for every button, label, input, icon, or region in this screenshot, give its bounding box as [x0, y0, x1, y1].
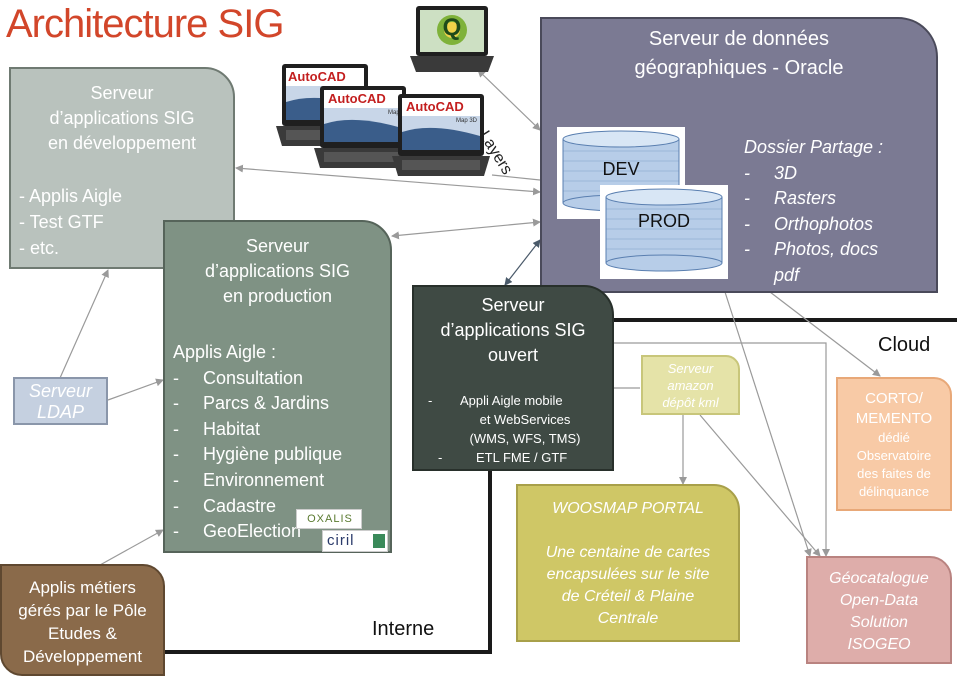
autocad-logo: AutoCAD: [288, 69, 346, 84]
open-item: -Appli Aigle mobile: [428, 393, 563, 408]
open-server-title: Serveur d’applications SIG ouvert: [440, 295, 586, 365]
dev-item: - Test GTF: [19, 212, 104, 232]
cloud-zone-label: Cloud: [878, 334, 931, 356]
oracle-title-line2: géographiques - Oracle: [634, 57, 844, 79]
folder-item: pdf: [774, 264, 800, 285]
woosmap-portal-box: WOOSMAP PORTAL Une centaine de cartes en…: [516, 484, 740, 642]
metiers-apps-box: Applis métiers gérés par le Pôle Etudes …: [0, 564, 165, 676]
link-layers: [477, 69, 541, 131]
autocad-logo: AutoCAD: [328, 91, 386, 106]
ldap-server-box: Serveur LDAP: [13, 377, 108, 425]
folder-item: -Photos, docs: [744, 239, 879, 259]
open-server-items: -Appli Aigle mobile et WebServices (WMS,…: [428, 391, 612, 467]
open-item: (WMS, WFS, TMS): [469, 431, 581, 446]
qgis-icon: Q: [442, 14, 462, 41]
autocad-logo: AutoCAD: [406, 99, 464, 114]
autocad-laptop-3: AutoCAD Map 3D: [392, 92, 492, 187]
prod-apps-title: Applis Aigle :: [173, 342, 277, 362]
geocatalogue-box: Géocatalogue Open-Data Solution ISOGEO: [806, 556, 952, 664]
autocad-laptop-2: AutoCAD Map: [314, 84, 414, 179]
prod-app-item: -Cadastre: [173, 495, 277, 516]
link-layers-2: [491, 174, 541, 181]
open-item: et WebServices: [479, 412, 571, 427]
shared-folder-title: Dossier Partage :: [744, 137, 884, 157]
woosmap-desc: Une centaine de cartes encapsulées sur l…: [545, 544, 711, 627]
map-label: Map: [388, 110, 400, 116]
ciril-logo-text: ciril: [327, 532, 355, 549]
oxalis-logo-text: OXALIS: [307, 513, 353, 525]
link-ldap-prod: [107, 378, 164, 401]
prod-server-apps: Applis Aigle : -Consultation -Parcs & Ja…: [173, 340, 342, 545]
folder-item: -Rasters: [744, 188, 837, 208]
open-server-box: Serveur d’applications SIG ouvert -Appli…: [412, 285, 614, 471]
dev-item: - Applis Aigle: [19, 186, 123, 206]
oracle-title-line1: Serveur de données: [648, 28, 830, 50]
prod-db-cylinder: [605, 188, 723, 272]
dev-item: - etc.: [19, 238, 60, 258]
link-open-oracle: [504, 239, 541, 286]
page-title: Architecture SIG: [6, 2, 284, 46]
map3d-label: Map 3D: [456, 118, 478, 124]
prod-db-frame: PROD: [600, 185, 728, 279]
shared-folder: Dossier Partage : -3D -Rasters -Orthopho…: [744, 135, 934, 288]
link-oracle-geocat: [724, 291, 812, 557]
interne-zone-label: Interne: [372, 618, 435, 640]
prod-server-title: Serveur d’applications SIG en production: [204, 236, 351, 306]
link-metiers-prod: [99, 529, 164, 566]
prod-db-label: PROD: [637, 211, 690, 231]
prod-app-item: -Environnement: [173, 469, 325, 490]
dev-db-label: DEV: [602, 159, 640, 179]
corto-memento-box: CORTO/ MEMENTO dédié Observatoire des fa…: [836, 377, 952, 511]
link-prod-oracle: [391, 218, 541, 240]
prod-app-item: -Parcs & Jardins: [173, 393, 330, 414]
link-amazon-geocat: [699, 414, 821, 557]
oracle-server-box: Serveur de données géographiques - Oracl…: [540, 17, 938, 293]
link-open-geocat: [614, 342, 830, 557]
woosmap-title: WOOSMAP PORTAL: [552, 500, 704, 517]
interne-boundary-line: [165, 470, 492, 654]
link-ldap-dev: [59, 269, 109, 379]
dev-server-items: - Applis Aigle - Test GTF - etc.: [19, 183, 122, 261]
amazon-server-box: Serveur amazon dépôt kml: [641, 355, 740, 415]
qgis-laptop: Q: [410, 4, 494, 79]
prod-app-item: -Consultation: [173, 367, 304, 388]
oracle-title: Serveur de données géographiques - Oracl…: [542, 25, 936, 83]
dev-server-title: Serveur d’applications SIG en développem…: [47, 83, 197, 153]
prod-server-box: Serveur d’applications SIG en production…: [163, 220, 392, 553]
prod-app-item: -Hygiène publique: [173, 444, 343, 465]
open-item: -ETL FME / GTF: [438, 450, 568, 465]
oxalis-logo: OXALIS: [296, 509, 362, 529]
prod-app-item: -GeoElection: [173, 521, 302, 542]
link-oracle-corto: [769, 291, 881, 377]
ciril-logo-mark: [373, 534, 385, 548]
prod-app-item: -Habitat: [173, 418, 261, 439]
folder-item: -3D: [744, 162, 798, 183]
folder-item: -Orthophotos: [744, 213, 874, 234]
ciril-logo: ciril: [322, 530, 388, 552]
link-dev-oracle: [235, 164, 541, 196]
